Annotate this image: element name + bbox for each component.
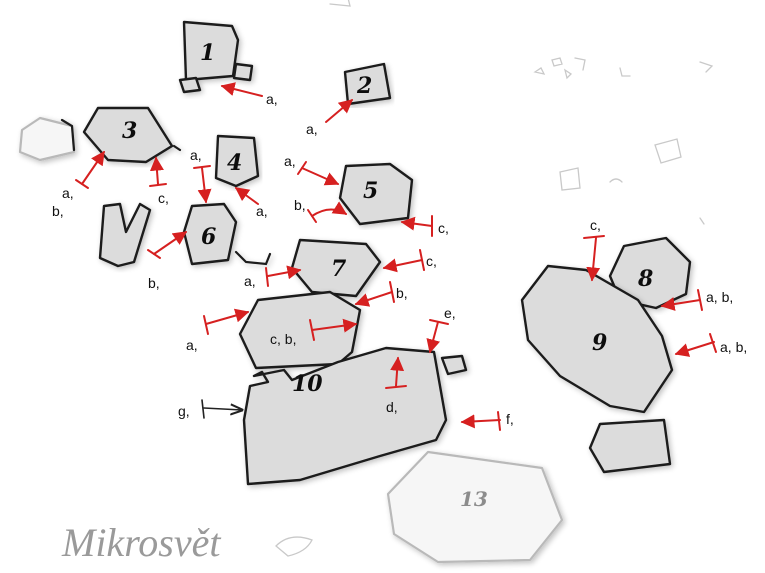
shape-5-number: 5 — [363, 178, 378, 204]
label-5-b: b, — [294, 197, 306, 213]
arrow-2-a — [326, 100, 352, 122]
shape-3: 3 — [20, 108, 180, 162]
shape-8-number: 8 — [637, 266, 653, 292]
arrow-4-a — [236, 188, 258, 204]
arrow-7-b — [356, 292, 392, 304]
label-3-b: b, — [52, 203, 64, 219]
label-2-a: a, — [306, 121, 318, 137]
label-10-cb: c, b, — [270, 331, 296, 347]
watermark: Mikrosvět — [61, 520, 221, 565]
shape-13-number: 13 — [460, 487, 488, 511]
arrow-10-g-bar — [202, 400, 204, 418]
label-4-a-bottom: a, — [256, 203, 268, 219]
label-9-c: c, — [590, 217, 601, 233]
label-10-a: a, — [186, 337, 198, 353]
label-10-f: f, — [506, 411, 514, 427]
label-5-a: a, — [284, 153, 296, 169]
shape-2-number: 2 — [356, 73, 372, 99]
shape-3-number: 3 — [122, 118, 137, 144]
arrow-4-6-a-bar — [194, 166, 210, 168]
shape-1-number: 1 — [200, 40, 215, 66]
arrow-6-b — [154, 232, 186, 254]
arrow-10-f-bar — [498, 412, 500, 430]
shape-6: 6 — [100, 204, 270, 266]
arrow-5-a — [302, 168, 338, 184]
arrow-1-a — [222, 86, 262, 96]
shape-7-number: 7 — [331, 256, 347, 282]
shape-9-number: 9 — [592, 330, 607, 356]
arrow-10-a-bar — [204, 316, 208, 334]
arrow-10-f — [462, 420, 500, 422]
label-10-d: d, — [386, 399, 398, 415]
arrow-5-b-bar — [308, 210, 316, 222]
shape-13: 13 — [388, 452, 562, 562]
label-8-ab: a, b, — [706, 289, 733, 305]
arrow-3-a-bar — [76, 180, 88, 188]
arrow-10-e — [430, 322, 438, 352]
label-1-a: a, — [266, 91, 278, 107]
arrow-7-a-bar — [266, 268, 268, 286]
arrow-3-c — [156, 158, 158, 184]
shape-4: 4 — [216, 136, 258, 186]
label-10-e: e, — [444, 305, 456, 321]
label-4-a-top: a, — [190, 147, 202, 163]
arrow-10-g — [204, 408, 242, 410]
arrow-5-b — [312, 209, 346, 216]
label-6-b: b, — [148, 275, 160, 291]
shape-7: 7 — [292, 240, 380, 296]
label-10-g: g, — [178, 403, 190, 419]
arrow-10-a — [206, 312, 248, 324]
watermark-group: Mikrosvět — [61, 520, 312, 565]
label-9-ab: a, b, — [720, 339, 747, 355]
arrow-3-c-bar — [150, 184, 166, 186]
shape-10-number: 10 — [292, 371, 323, 397]
arrow-3-a — [82, 152, 104, 184]
shape-2: 2 — [345, 64, 390, 104]
arrow-5-a-bar — [298, 162, 306, 174]
label-5-c: c, — [438, 220, 449, 236]
shape-1: 1 — [180, 22, 252, 92]
label-7-c: c, — [426, 253, 437, 269]
label-3-c: c, — [158, 190, 169, 206]
label-7-b: b, — [396, 285, 408, 301]
arrow-4-6-a — [202, 168, 206, 202]
arrow-5-c — [402, 222, 432, 226]
label-3-a: a, — [62, 185, 74, 201]
arrow-9-c-bar — [584, 236, 604, 238]
shape-5: 5 — [340, 164, 412, 224]
arrow-7-c — [384, 260, 422, 268]
shape-4-number: 4 — [227, 150, 242, 176]
arrow-9-ab — [676, 342, 714, 354]
label-7-a: a, — [244, 273, 256, 289]
shape-6-number: 6 — [201, 224, 216, 250]
